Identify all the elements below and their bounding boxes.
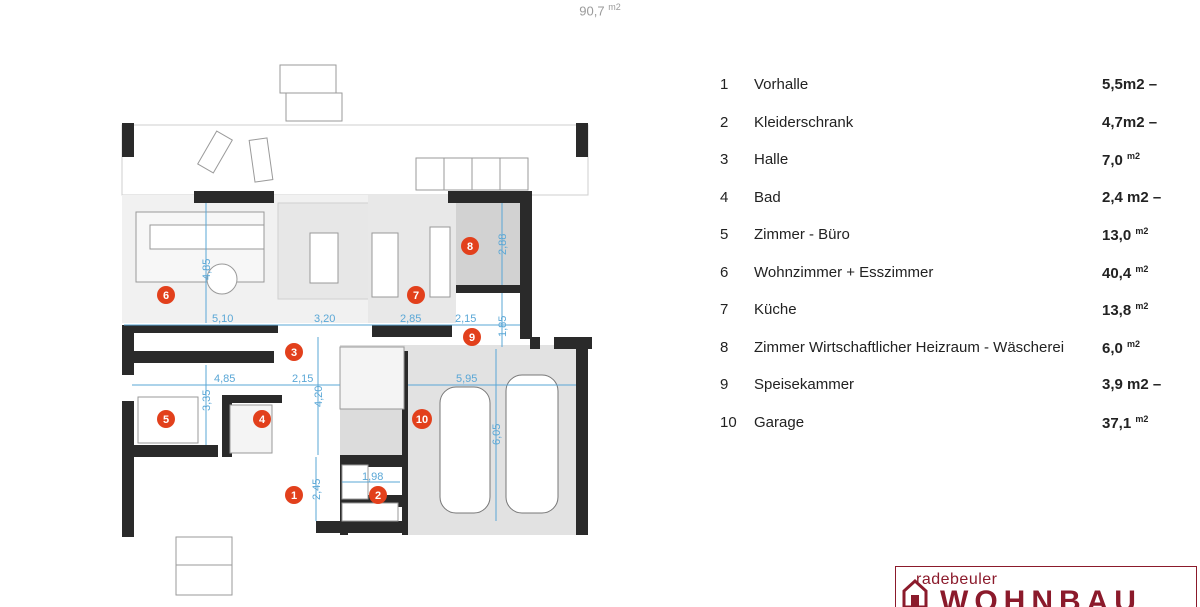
room-badge-6: 6: [157, 286, 175, 304]
room-area: 6,0 m2: [1102, 338, 1141, 357]
svg-text:1: 1: [291, 490, 297, 502]
room-number: 5: [720, 226, 729, 243]
room-name: Vorhalle: [754, 76, 809, 93]
list-item: 9 Speisekammer 3,9 m2 –: [716, 366, 1166, 404]
dim-pantry-width: 2,15: [455, 313, 476, 325]
svg-text:6: 6: [163, 290, 169, 302]
list-item: 7 Küche 13,8 m2: [716, 291, 1166, 329]
room-name: Zimmer Wirtschaftlicher Heizraum - Wäsch…: [754, 338, 1065, 356]
dim-dining-width: 3,20: [314, 313, 335, 325]
room-name: Kleiderschrank: [754, 113, 854, 131]
room-area: 2,4 m2 –: [1102, 188, 1162, 206]
list-item: 3 Halle 7,0 m2: [716, 141, 1166, 179]
dim-living-depth: 4,85: [201, 259, 213, 280]
room-number: 9: [720, 376, 729, 393]
room-badge-4: 4: [253, 410, 271, 428]
dim-office-width: 4,85: [214, 373, 235, 385]
sun-lounger-1: [197, 130, 233, 174]
dim-kitchen-width: 2,85: [400, 313, 421, 325]
room-badge-3: 3: [285, 343, 303, 361]
svg-text:4: 4: [259, 414, 266, 426]
car-right: [505, 374, 559, 514]
wardrobe-right: [341, 502, 399, 522]
entry-step-bottom: [175, 536, 233, 566]
room-number: 10: [720, 413, 737, 431]
svg-text:2: 2: [375, 490, 381, 502]
dimension-lines: [124, 203, 576, 521]
list-item: 6 Wohnzimmer + Esszimmer 40,4 m2: [716, 254, 1166, 292]
list-item: 1 Vorhalle 5,5m2 –: [716, 66, 1166, 104]
room-area: 7,0 m2: [1102, 151, 1141, 169]
dim-entry-depth: 2,45: [311, 479, 323, 500]
room-area: 37,1 m2: [1102, 413, 1149, 432]
total-area: 90,7 m2: [560, 2, 640, 18]
list-item: 4 Bad 2,4 m2 –: [716, 179, 1166, 217]
dim-wardrobe-width: 1,98: [362, 471, 383, 483]
room-badge-8: 8: [461, 237, 479, 255]
list-item: 2 Kleiderschrank 4,7m2 –: [716, 104, 1166, 142]
coffee-table: [206, 263, 238, 295]
floor-plan: 4,85 5,10 3,20 2,85 2,15 2,88 1,85 4,85 …: [121, 64, 592, 596]
car-left: [439, 386, 491, 514]
dim-utility-depth: 2,88: [497, 234, 509, 255]
dim-hall-depth: 4,20: [313, 386, 325, 407]
svg-text:9: 9: [469, 332, 475, 344]
dim-office-depth: 3,35: [201, 390, 213, 411]
room-badge-5: 5: [157, 410, 175, 428]
room-name: Zimmer - Büro: [754, 226, 850, 243]
room-number: 2: [720, 113, 729, 131]
room-area: 13,8 m2: [1102, 301, 1149, 319]
dim-living-width: 5,10: [212, 313, 233, 325]
room-name: Garage: [754, 413, 805, 431]
kitchen-counter: [429, 226, 451, 298]
svg-text:10: 10: [416, 414, 428, 426]
total-area-value: 90,7: [579, 3, 605, 19]
total-area-unit: m2: [608, 2, 621, 12]
room-badge-2: 2: [369, 486, 387, 504]
room-number: 7: [720, 301, 729, 318]
room-area: 40,4 m2: [1102, 263, 1149, 282]
dim-pantry-depth: 1,85: [497, 316, 509, 337]
sun-lounger-2: [248, 137, 274, 183]
room-badge-9: 9: [463, 328, 481, 346]
room-badge-10: 10: [412, 409, 432, 429]
room-badge-7: 7: [407, 286, 425, 304]
entry-step-top: [279, 64, 337, 94]
svg-text:5: 5: [163, 414, 169, 426]
room-badge-1: 1: [285, 486, 303, 504]
room-name: Halle: [754, 151, 789, 168]
kitchen-island: [371, 232, 399, 298]
dim-garage-depth: 6,05: [491, 424, 503, 445]
entry-step-top2: [285, 92, 343, 122]
list-item: 8 Zimmer Wirtschaftlicher Heizraum - Wäs…: [716, 329, 1166, 367]
list-item: 10 Garage 37,1 m2: [716, 404, 1166, 442]
room-name: Wohnzimmer + Esszimmer: [754, 263, 934, 281]
dim-garage-width: 5,95: [456, 373, 477, 385]
room-list: 1 Vorhalle 5,5m2 – 2 Kleiderschrank 4,7m…: [716, 66, 1166, 441]
svg-text:7: 7: [413, 290, 419, 302]
svg-text:3: 3: [291, 347, 297, 359]
svg-text:8: 8: [467, 241, 473, 253]
room-name: Speisekammer: [754, 376, 855, 393]
room-name: Bad: [754, 188, 781, 206]
dining-table: [309, 232, 339, 284]
room-number: 6: [720, 263, 729, 281]
room-area: 5,5m2 –: [1102, 76, 1158, 93]
room-area: 3,9 m2 –: [1102, 376, 1162, 393]
room-area: 13,0 m2: [1102, 226, 1149, 244]
room-number: 1: [720, 76, 729, 93]
room-name: Küche: [754, 301, 797, 318]
stairs: [339, 346, 405, 410]
list-item: 5 Zimmer - Büro 13,0 m2: [716, 216, 1166, 254]
dim-hall-width: 2,15: [292, 373, 313, 385]
room-area: 4,7m2 –: [1102, 113, 1158, 131]
logo-text-small: radebeuler: [916, 571, 998, 588]
room-number: 8: [720, 338, 729, 356]
company-logo[interactable]: radebeuler WOHNBAU: [895, 566, 1197, 607]
room-number: 4: [720, 188, 729, 206]
entry-step-bottom2: [175, 564, 233, 596]
room-number: 3: [720, 151, 729, 168]
logo-text-big: WOHNBAU: [940, 585, 1142, 607]
